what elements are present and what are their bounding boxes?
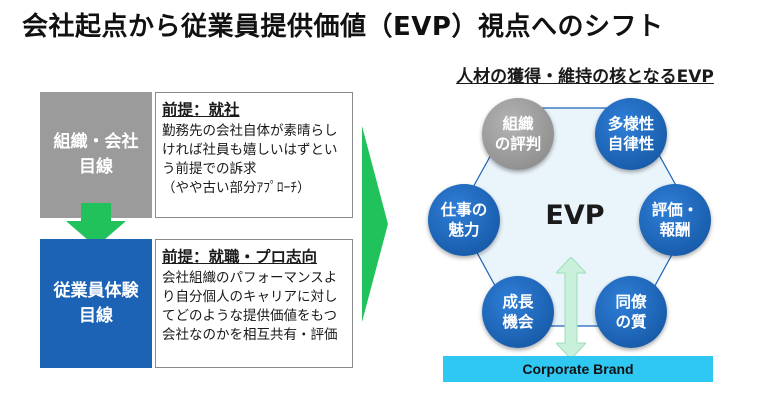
company-premise-text: 勤務先の会社自体が素晴らしければ社員も嬉しいはずという前提での訴求 （やや古い部…	[162, 123, 338, 197]
evp-center-label: EVP	[545, 200, 605, 231]
down-arrow-icon	[66, 203, 126, 247]
company-premise-heading: 前提：就社	[162, 101, 240, 119]
employee-perspective-label: 従業員体験 目線	[53, 280, 139, 326]
node-organization-reputation: 組織 の評判	[482, 98, 554, 170]
shift-arrow-icon	[362, 126, 388, 322]
node-diversity-autonomy: 多様性 自律性	[595, 98, 667, 170]
page-title: 会社起点から従業員提供価値（EVP）視点へのシフト	[22, 12, 664, 42]
node-colleague-quality: 同僚 の質	[595, 276, 667, 348]
company-premise-box: 前提：就社 勤務先の会社自体が素晴らしければ社員も嬉しいはずという前提での訴求 …	[155, 92, 353, 218]
double-arrow-icon	[556, 257, 586, 359]
node-growth-opportunity: 成長 機会	[482, 276, 554, 348]
evp-heading: 人材の獲得・維持の核となるEVP	[456, 67, 714, 87]
node-evaluation-reward: 評価・ 報酬	[639, 184, 711, 256]
node-job-appeal: 仕事の 魅力	[428, 184, 500, 256]
employee-premise-heading: 前提：就職・プロ志向	[162, 248, 318, 266]
corporate-brand-bar: Corporate Brand	[443, 356, 713, 382]
company-perspective-box: 組織・会社 目線	[40, 92, 152, 218]
employee-premise-box: 前提：就職・プロ志向 会社組織のパフォーマンスより自分個人のキャリアに対してどの…	[155, 239, 353, 368]
employee-perspective-box: 従業員体験 目線	[40, 239, 152, 368]
employee-premise-text: 会社組織のパフォーマンスより自分個人のキャリアに対してどのような提供価値をもつ会…	[162, 270, 338, 344]
company-perspective-label: 組織・会社 目線	[53, 132, 139, 177]
